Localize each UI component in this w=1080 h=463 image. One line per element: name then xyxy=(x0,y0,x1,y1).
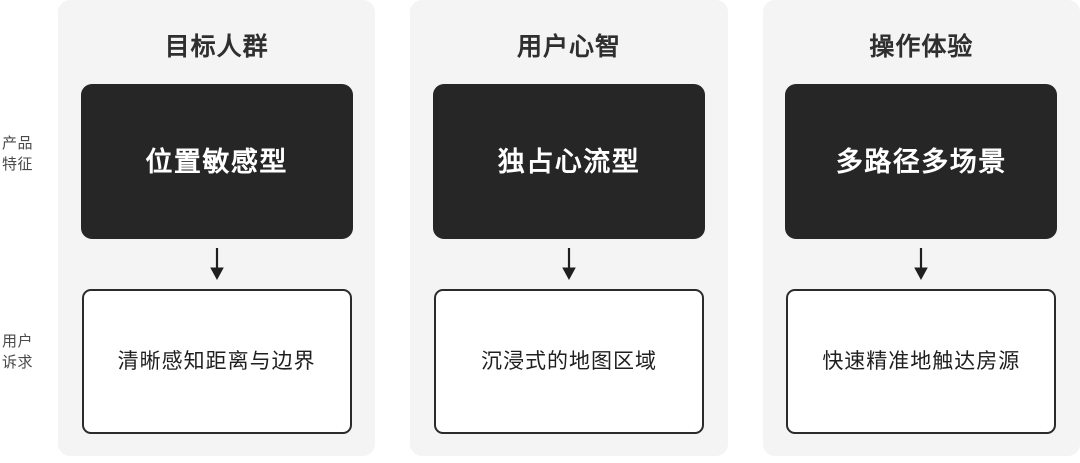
down-arrow-icon xyxy=(209,248,224,280)
feature-box: 独占心流型 xyxy=(432,84,705,239)
demand-box: 沉浸式的地图区域 xyxy=(433,289,704,434)
demand-box: 清晰感知距离与边界 xyxy=(81,289,352,434)
row-label-user-demand-line2: 诉求 xyxy=(2,354,34,371)
row-label-product-feature: 产品 特征 xyxy=(0,133,52,175)
feature-box: 位置敏感型 xyxy=(80,84,353,239)
column-title: 操作体验 xyxy=(869,33,974,61)
row-label-user-demand: 用户 诉求 xyxy=(0,331,52,373)
row-label-user-demand-line1: 用户 xyxy=(2,333,34,350)
row-label-column: 产品 特征 用户 诉求 xyxy=(0,0,58,463)
feature-box-label: 位置敏感型 xyxy=(145,146,288,177)
feature-box-label: 多路径多场景 xyxy=(835,146,1007,177)
demand-box-label: 沉浸式的地图区域 xyxy=(480,349,657,373)
feature-box-label: 独占心流型 xyxy=(497,146,641,177)
column-title: 目标人群 xyxy=(164,33,269,61)
column-card-target-audience: 目标人群 位置敏感型 清晰感知距离与边界 xyxy=(58,0,376,456)
demand-box: 快速精准地触达房源 xyxy=(786,289,1057,434)
column-title: 用户心智 xyxy=(516,33,621,61)
column-card-group: 目标人群 位置敏感型 清晰感知距离与边界 用户心智 独占心流型 xyxy=(58,0,1080,456)
demand-box-label: 清晰感知距离与边界 xyxy=(117,349,316,373)
column-card-operation-experience: 操作体验 多路径多场景 快速精准地触达房源 xyxy=(762,0,1080,456)
row-label-product-feature-line2: 特征 xyxy=(2,156,34,173)
row-label-product-feature-line1: 产品 xyxy=(2,135,34,152)
column-card-user-mindset: 用户心智 独占心流型 沉浸式的地图区域 xyxy=(410,0,728,456)
down-arrow-icon xyxy=(562,248,576,280)
down-arrow-icon xyxy=(914,248,929,280)
demand-box-label: 快速精准地触达房源 xyxy=(822,349,1021,373)
feature-box: 多路径多场景 xyxy=(785,84,1058,239)
